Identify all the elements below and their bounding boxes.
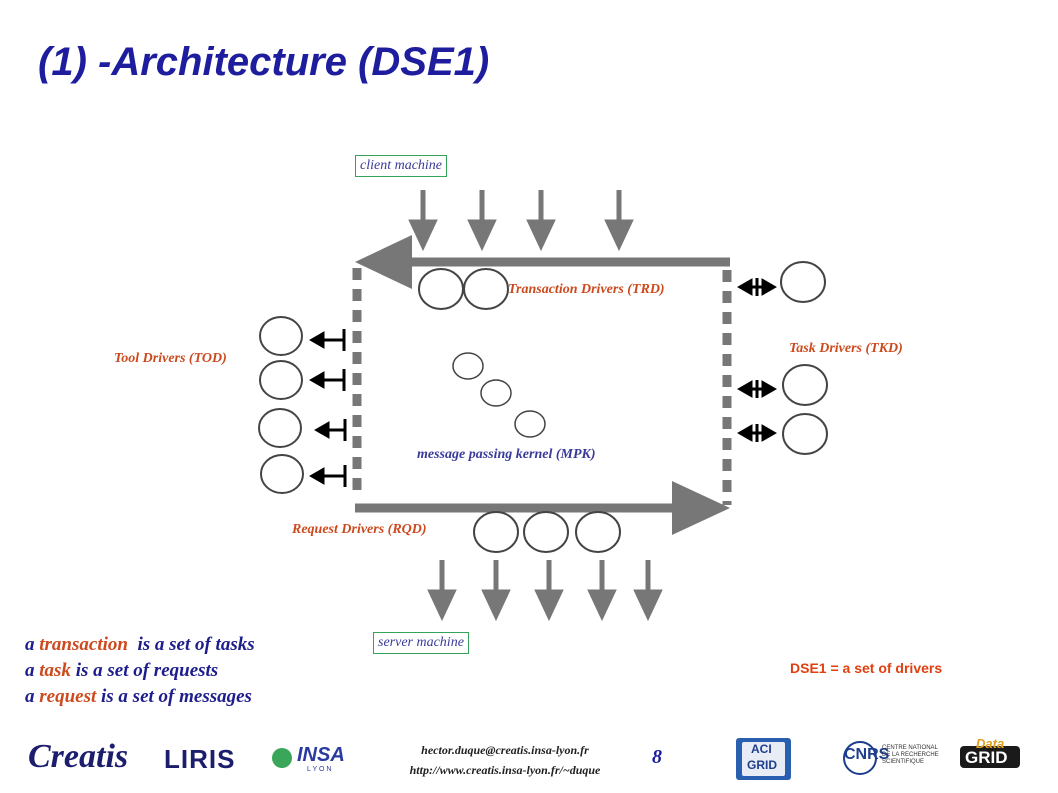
cnrs-logo-graphic xyxy=(843,741,877,775)
definition-request: a request is a set of messages xyxy=(25,686,252,707)
client-input-arrows xyxy=(408,190,634,252)
client-machine-label: client machine xyxy=(355,155,448,177)
insa-logo-graphic xyxy=(272,748,292,768)
datagrid-logo-top: Data xyxy=(976,736,1005,751)
page-number: 8 xyxy=(652,746,662,768)
task-driver-circles xyxy=(780,261,828,455)
request-drivers-label: Request Drivers (RQD) xyxy=(292,522,427,537)
slide-title: (1) -Architecture (DSE1) xyxy=(38,40,490,84)
request-driver-circles xyxy=(473,511,621,553)
cnrs-logo: CNRS xyxy=(844,746,890,763)
transaction-drivers-label: Transaction Drivers (TRD) xyxy=(508,282,665,297)
aci-logo-top: ACI xyxy=(751,742,772,756)
footer-url[interactable]: http://www.creatis.insa-lyon.fr/~duque xyxy=(409,763,601,777)
aci-logo-bottom: GRID xyxy=(747,758,777,772)
footer-email[interactable]: hector.duque@creatis.insa-lyon.fr xyxy=(421,743,589,757)
transaction-flow-arrow xyxy=(355,235,730,289)
tool-driver-circles xyxy=(258,316,304,494)
request-flow-arrow xyxy=(355,481,730,535)
message-kernel-label: message passing kernel (MPK) xyxy=(417,447,596,462)
kernel-message-circles xyxy=(452,352,546,438)
definition-transaction: a transaction is a set of tasks xyxy=(25,634,255,655)
transaction-driver-circles xyxy=(418,268,509,310)
datagrid-logo-bottom: GRID xyxy=(965,748,1008,767)
definitions-list: a transaction is a set of tasks a task i… xyxy=(25,632,255,710)
datagrid-logo-graphic xyxy=(960,746,1020,768)
tool-driver-arrows xyxy=(308,329,347,487)
task-drivers-label: Task Drivers (TKD) xyxy=(789,341,903,356)
cnrs-logo-caption: CENTRE NATIONAL DE LA RECHERCHE SCIENTIF… xyxy=(882,745,939,765)
definition-task: a task is a set of requests xyxy=(25,660,219,681)
aci-grid-logo-graphic xyxy=(736,738,791,780)
tool-drivers-label: Tool Drivers (TOD) xyxy=(114,351,227,366)
creatis-logo: Creatis xyxy=(28,738,129,775)
server-output-arrows xyxy=(427,560,663,622)
liris-logo: LIRIS xyxy=(164,744,236,774)
insa-logo: INSA xyxy=(297,744,345,766)
footer-contact: hector.duque@creatis.insa-lyon.fr http:/… xyxy=(360,740,650,780)
task-driver-arrows xyxy=(736,278,778,442)
summary-text: DSE1 = a set of drivers xyxy=(790,660,943,676)
insa-logo-subtitle: L Y O N xyxy=(307,766,332,773)
server-machine-label: server machine xyxy=(373,632,469,654)
